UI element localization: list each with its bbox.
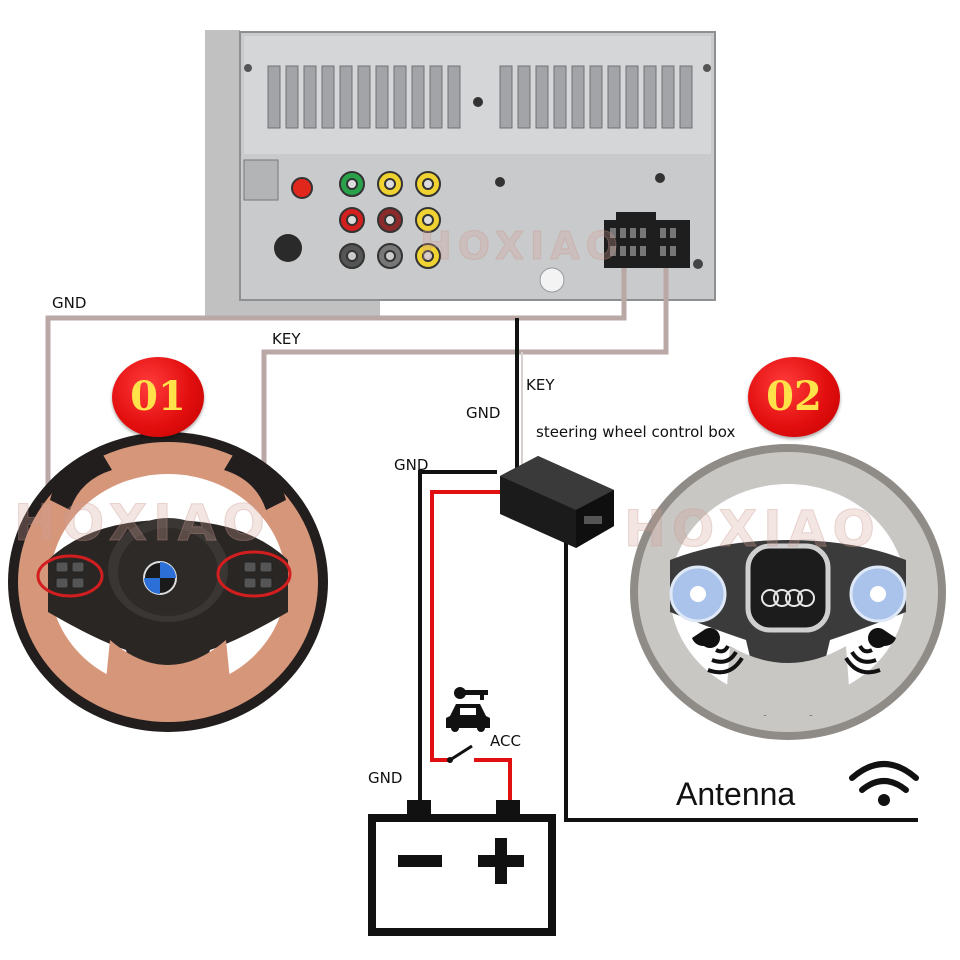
label-gnd-battery: GND [368, 769, 403, 787]
gnd-wire-top [45, 268, 627, 556]
vibration-icon-left [692, 628, 744, 675]
watermark-headunit: HOXIAO [420, 224, 624, 269]
label-key-box: KEY [526, 376, 555, 394]
battery [368, 800, 556, 936]
badge-02: 02 [748, 357, 840, 437]
head-unit-rear [205, 30, 716, 318]
label-gnd-top: GND [52, 294, 87, 312]
watermark-left: HOXIAO [14, 494, 271, 553]
antenna-wire [564, 542, 918, 822]
battery-minus-sign [398, 855, 442, 867]
steering-wheel-02 [630, 444, 946, 740]
badge-01: 01 [112, 357, 204, 437]
label-gnd-mid: GND [394, 456, 429, 474]
steering-wheel-01 [8, 432, 328, 732]
gnd-wire-battery [418, 470, 497, 800]
watermark-right: HOXIAO [624, 500, 881, 559]
car-key-icon [446, 687, 490, 732]
label-acc: ACC [490, 732, 521, 750]
label-control-box: steering wheel control box [536, 423, 736, 441]
antenna-signal-icon [849, 761, 919, 806]
left-buttons-highlight [36, 554, 104, 598]
right-buttons-highlight [216, 550, 292, 598]
label-key-top: KEY [272, 330, 301, 348]
key-wire-top [261, 268, 669, 480]
label-antenna: Antenna [676, 776, 796, 812]
label-gnd-box: GND [466, 404, 501, 422]
steering-wheel-control-box [500, 456, 614, 548]
box-signal-wires [515, 318, 523, 472]
acc-switch [447, 744, 473, 763]
acc-wire-red [430, 490, 512, 800]
vibration-icon-right [844, 628, 896, 675]
